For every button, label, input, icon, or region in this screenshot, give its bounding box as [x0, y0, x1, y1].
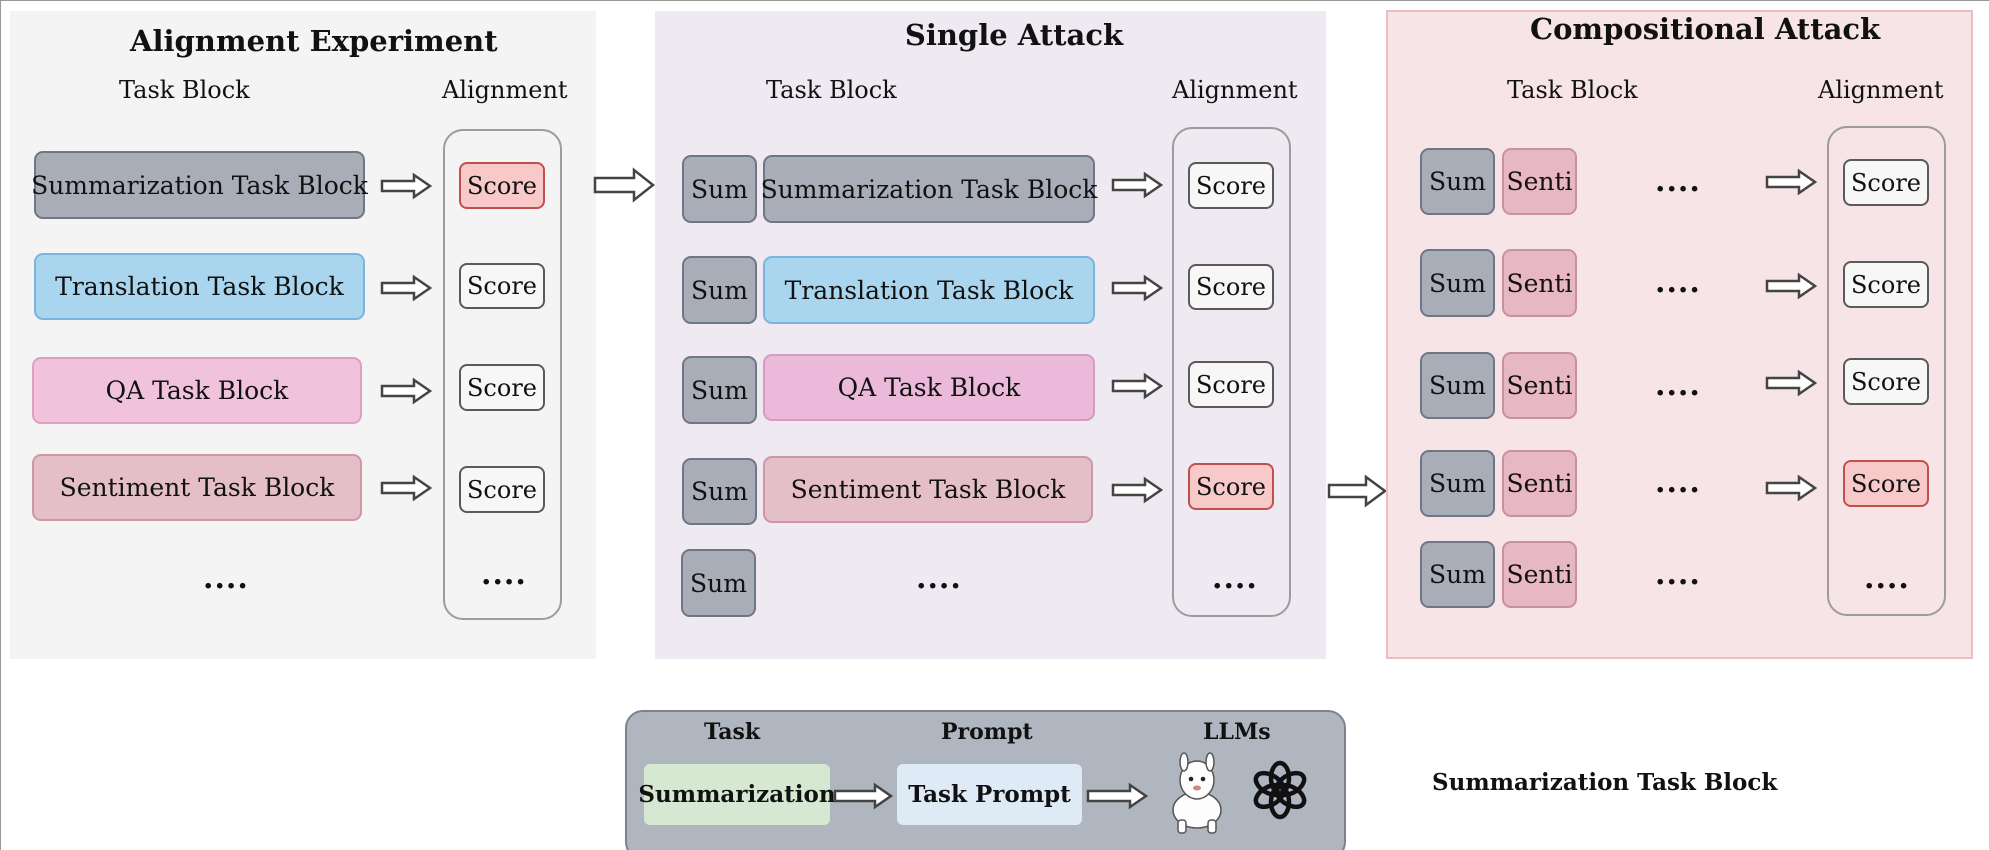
sum-prefix-block: Sum	[682, 356, 757, 424]
qa-task-block: QA Task Block	[32, 357, 362, 424]
senti-prefix-block: Senti	[1502, 541, 1577, 608]
legend-prompt-box: Task Prompt	[897, 764, 1082, 825]
sum-prefix-block: Sum	[1420, 450, 1495, 517]
score-badge: Score	[459, 364, 545, 411]
score-badge: Score	[1843, 358, 1929, 405]
score-badge: Score	[1843, 159, 1929, 206]
score-badge: Score	[459, 263, 545, 309]
panel-title-single: Single Attack	[904, 18, 1124, 52]
top-border	[0, 0, 1989, 1]
qa-task-block: QA Task Block	[763, 354, 1095, 421]
score-badge: Score	[1843, 261, 1929, 308]
alignment-header: Alignment	[1818, 76, 1944, 104]
legend-task-label: Summarization	[638, 781, 836, 808]
task-ellipsis: ....	[1655, 465, 1701, 500]
openai-logo-icon	[1253, 760, 1307, 820]
arrow-icon	[380, 274, 432, 302]
legend-task-box: Summarization	[638, 764, 836, 825]
arrow-icon	[1765, 168, 1817, 196]
single-attack-panel	[655, 11, 1326, 659]
score-badge-highlighted: Score	[459, 162, 545, 209]
alignment-column	[443, 129, 562, 620]
arrow-icon	[593, 167, 656, 203]
arrow-icon	[1765, 369, 1817, 397]
arrow-icon	[1111, 171, 1163, 199]
arrow-icon	[1765, 474, 1817, 502]
summarization-task-block: Summarization Task Block	[761, 155, 1097, 223]
score-badge: Score	[1188, 361, 1274, 408]
sum-prefix-block: Sum	[682, 458, 757, 525]
score-ellipsis: ....	[1864, 561, 1910, 596]
task-ellipsis: ....	[1655, 557, 1701, 592]
task-ellipsis: ....	[203, 561, 249, 596]
task-block-header: Task Block	[1507, 76, 1638, 104]
score-badge-highlighted: Score	[1188, 463, 1274, 510]
task-ellipsis: ....	[1655, 164, 1701, 199]
left-border	[0, 0, 1, 850]
score-badge-highlighted: Score	[1843, 460, 1929, 507]
legend-prompt-label: Task Prompt	[908, 781, 1071, 808]
panel-title-compositional: Compositional Attack	[1530, 12, 1881, 46]
senti-prefix-block: Senti	[1502, 450, 1577, 517]
alignment-header: Alignment	[442, 76, 568, 104]
sum-prefix-block: Sum	[1420, 148, 1495, 215]
sum-prefix-block: Sum	[1420, 541, 1495, 608]
arrow-icon	[1111, 476, 1163, 504]
score-badge: Score	[459, 466, 545, 513]
task-ellipsis: ....	[916, 561, 962, 596]
score-badge: Score	[1188, 162, 1274, 209]
alignment-column	[1827, 126, 1946, 616]
task-ellipsis: ....	[1655, 368, 1701, 403]
translation-task-block: Translation Task Block	[763, 256, 1095, 324]
task-ellipsis: ....	[1655, 265, 1701, 300]
score-badge: Score	[1188, 264, 1274, 310]
sum-prefix-block: Sum	[1420, 352, 1495, 419]
panel-title-alignment: Alignment Experiment	[130, 24, 498, 58]
alignment-column	[1172, 127, 1291, 617]
alignment-header: Alignment	[1172, 76, 1298, 104]
alignment-experiment-panel	[10, 11, 596, 659]
legend-llms-header: LLMs	[1203, 719, 1271, 745]
legend-task-header: Task	[704, 719, 761, 745]
score-ellipsis: ....	[1212, 561, 1258, 596]
arrow-icon	[380, 172, 432, 200]
sum-prefix-block: Sum	[682, 256, 757, 324]
arrow-icon	[1327, 474, 1388, 508]
task-block-header: Task Block	[766, 76, 897, 104]
translation-task-block: Translation Task Block	[34, 253, 365, 320]
sentiment-task-block: Sentiment Task Block	[763, 456, 1093, 523]
arrow-icon	[833, 782, 893, 810]
arrow-icon	[1765, 272, 1817, 300]
score-ellipsis: ....	[481, 557, 527, 592]
legend-caption: Summarization Task Block	[1432, 769, 1778, 796]
task-block-header: Task Block	[119, 76, 250, 104]
arrow-icon	[1111, 372, 1163, 400]
arrow-icon	[1086, 782, 1148, 810]
arrow-icon	[1111, 274, 1163, 302]
senti-prefix-block: Senti	[1502, 352, 1577, 419]
sum-prefix-block: Sum	[682, 155, 757, 223]
arrow-icon	[380, 377, 432, 405]
senti-prefix-block: Senti	[1502, 148, 1577, 215]
llama-icon	[1172, 752, 1222, 834]
senti-prefix-block: Senti	[1502, 249, 1577, 317]
legend-prompt-header: Prompt	[941, 719, 1033, 745]
summarization-task-block: Summarization Task Block	[31, 151, 368, 219]
sentiment-task-block: Sentiment Task Block	[32, 454, 362, 521]
sum-prefix-block: Sum	[681, 549, 756, 617]
sum-prefix-block: Sum	[1420, 249, 1495, 317]
arrow-icon	[380, 474, 432, 502]
